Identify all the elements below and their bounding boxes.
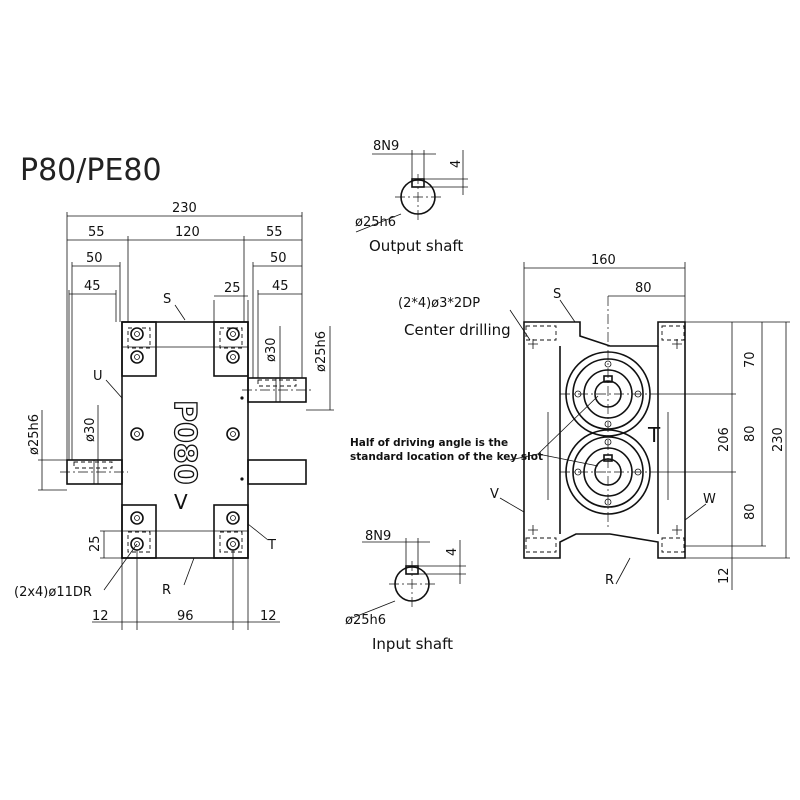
drawing-title: P80/PE80 — [20, 153, 162, 188]
dim-96-bottom: 96 — [177, 609, 194, 624]
callout-key-depth-in: 4 — [445, 548, 460, 556]
dim-80-side-lower: 80 — [743, 503, 758, 520]
bolt-head — [226, 350, 240, 364]
dim-45-left: 45 — [84, 279, 101, 294]
dim-120: 120 — [175, 225, 200, 240]
side-view-dimensions — [499, 262, 790, 590]
bolt-head — [226, 537, 240, 551]
dim-206-side: 206 — [717, 427, 732, 452]
bolt-head — [130, 427, 144, 441]
dim-45-right: 45 — [272, 279, 289, 294]
dim-25-top: 25 — [224, 281, 241, 296]
dim-80-side-top: 80 — [635, 281, 652, 296]
body-label: P080 — [167, 400, 202, 485]
dim-12-bottom-right: 12 — [260, 609, 277, 624]
dim-shaft-dia-left: ø30 — [83, 418, 98, 443]
key-slot-note-1: Half of driving angle is the — [350, 437, 508, 449]
dim-50-left: 50 — [86, 251, 103, 266]
letter-t-front: T — [267, 538, 276, 553]
letter-v-front: V — [174, 490, 188, 514]
dim-230-side: 230 — [771, 427, 786, 452]
bolt-head — [226, 427, 240, 441]
dim-70-side: 70 — [743, 351, 758, 368]
callout-shaft-dia-out: ø25h6 — [355, 215, 396, 230]
callout-drilling: (2*4)ø3*2DP — [398, 296, 480, 311]
dim-80-side-upper: 80 — [743, 425, 758, 442]
letter-s-front: S — [163, 292, 171, 307]
dim-230-front: 230 — [172, 201, 197, 216]
dim-25-left: 25 — [88, 535, 103, 552]
letter-r-side: R — [605, 573, 614, 588]
letter-w-side: W — [703, 492, 716, 507]
dim-12-side: 12 — [717, 567, 732, 584]
callout-key-width-out: 8N9 — [373, 139, 399, 154]
side-view — [523, 296, 686, 559]
front-view-dimensions — [38, 212, 334, 630]
dim-12-bottom-left: 12 — [92, 609, 109, 624]
letter-v-side: V — [490, 487, 499, 502]
key-slot-note-2: standard location of the key slot — [350, 451, 543, 463]
dim-55-left: 55 — [88, 225, 105, 240]
callout-key-width-in: 8N9 — [365, 529, 391, 544]
output-shaft-detail — [355, 150, 468, 233]
caption-center-drilling: Center drilling — [404, 321, 511, 339]
caption-input-shaft: Input shaft — [372, 635, 453, 653]
letter-r-front: R — [162, 583, 171, 598]
dim-shaft-dia-top: ø30 — [264, 338, 279, 363]
input-shaft-detail — [351, 538, 466, 619]
callout-key-depth-out: 4 — [449, 160, 464, 168]
dim-160-side: 160 — [591, 253, 616, 268]
dim-shaft-h6-left: ø25h6 — [27, 414, 42, 455]
callout-holes: (2x4)ø11DR — [14, 585, 92, 600]
caption-output-shaft: Output shaft — [369, 237, 463, 255]
bolt-head — [130, 350, 144, 364]
bolt-head — [226, 511, 240, 525]
bolt-head — [130, 327, 144, 341]
front-view: P080 V — [60, 321, 312, 559]
dim-shaft-h6-top: ø25h6 — [314, 331, 329, 372]
bolt-head — [130, 511, 144, 525]
dim-55-right: 55 — [266, 225, 283, 240]
callout-shaft-dia-in: ø25h6 — [345, 613, 386, 628]
letter-t-side: T — [647, 423, 661, 447]
letter-s-side: S — [553, 287, 561, 302]
letter-u-front: U — [93, 369, 103, 384]
bolt-head — [226, 327, 240, 341]
dim-50-right: 50 — [270, 251, 287, 266]
